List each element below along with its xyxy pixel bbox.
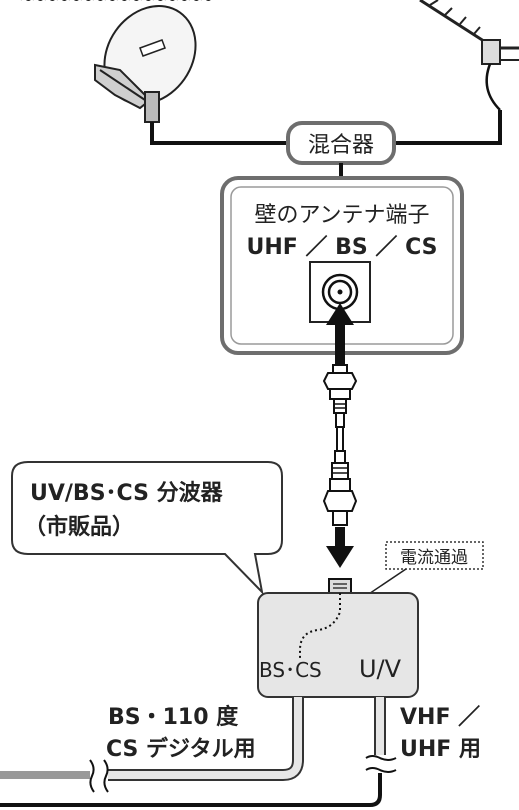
bs-cs-port-label: BS･CS	[259, 658, 322, 682]
wall-outlet-title: 壁のアンテナ端子	[254, 203, 429, 228]
wall-outlet-subtitle: UHF ／ BS ／ CS	[247, 235, 438, 260]
antenna-cable	[395, 110, 502, 145]
splitter-callout: UV/BS･CS 分波器 （市販品）	[11, 461, 283, 596]
satellite-dish-icon	[94, 5, 197, 138]
mixer-label: 混合器	[308, 133, 374, 158]
bs-output-label-line2: CS デジタル用	[106, 736, 256, 762]
uv-output-cable	[0, 697, 397, 807]
uv-port-label: U/V	[359, 655, 402, 683]
power-pass-label: 電流通過	[341, 541, 484, 613]
svg-text:～～～～～～～～～～～～～～～～: ～～～～～～～～～～～～～～～～	[20, 0, 212, 7]
arrow-down-icon	[326, 527, 354, 568]
top-cutoff-text: ～～～～～～～～～～～～～～～～	[20, 0, 220, 7]
svg-text:電流通過: 電流通過	[400, 548, 468, 568]
f-connector-lower-icon	[322, 450, 358, 526]
uv-output-label-line1: VHF ／	[400, 705, 480, 730]
splitter-input-port	[328, 578, 352, 594]
jumper-cable	[336, 426, 344, 452]
internal-signal-path	[299, 593, 341, 660]
arrow-up-icon	[326, 303, 354, 365]
terrestrial-antenna-icon	[419, 0, 519, 111]
f-connector-upper-icon	[322, 364, 358, 428]
bs-output-label-line1: BS・110 度	[108, 704, 239, 730]
uv-output-label-line2: UHF 用	[400, 737, 481, 762]
bs-cs-output-cable	[0, 697, 304, 793]
wall-antenna-outlet: 壁のアンテナ端子 UHF ／ BS ／ CS	[220, 176, 464, 355]
mixer-box: 混合器	[286, 121, 396, 165]
callout-line2: （市販品）	[24, 514, 134, 540]
dish-cable	[150, 138, 288, 145]
callout-line1: UV/BS･CS 分波器	[30, 481, 224, 506]
splitter-box: BS･CS U/V	[257, 578, 419, 698]
